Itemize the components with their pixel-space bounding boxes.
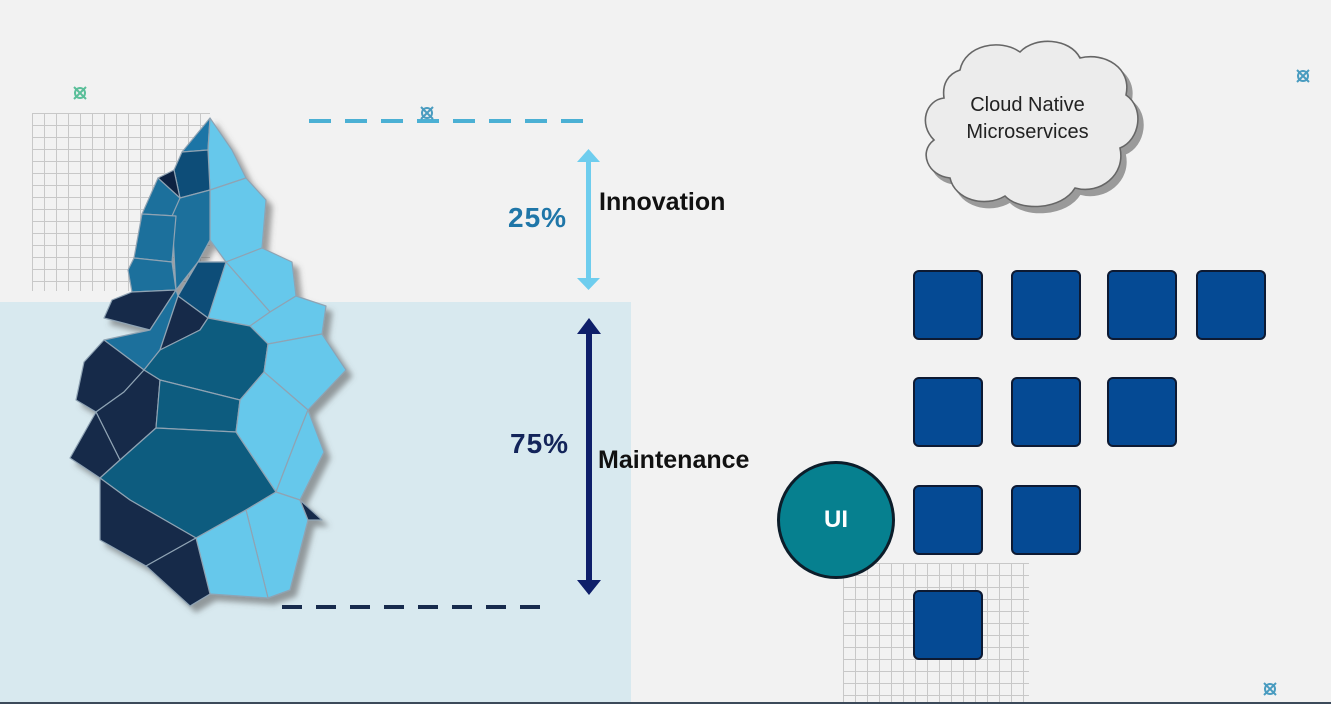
maintenance-percent: 75% — [510, 428, 570, 459]
microservice-box — [913, 590, 983, 660]
cross-marker-icon — [420, 69, 1310, 696]
microservice-box — [1107, 270, 1177, 340]
microservice-box — [913, 270, 983, 340]
iceberg-graphic — [69, 117, 347, 607]
cloud-label-line2: Microservices — [966, 121, 1089, 143]
maintenance-label: Maintenance — [598, 446, 750, 474]
innovation-percent: 25% — [508, 202, 568, 233]
ui-node: UI — [777, 461, 895, 579]
ui-node-label: UI — [824, 506, 848, 533]
microservice-box — [1011, 377, 1081, 447]
microservice-box — [1107, 377, 1177, 447]
cloud-shape — [924, 40, 1139, 208]
innovation-arrow — [577, 149, 600, 290]
bottom-border — [0, 702, 1331, 704]
cloud-label-line1: Cloud Native — [970, 94, 1085, 116]
microservice-box — [913, 377, 983, 447]
cloud-label: Cloud Native Microservices — [940, 92, 1115, 146]
microservice-box — [1011, 485, 1081, 555]
microservice-box — [1011, 270, 1081, 340]
maintenance-arrow — [577, 318, 601, 595]
innovation-label: Innovation — [599, 188, 726, 216]
microservice-box — [913, 485, 983, 555]
microservice-box — [1196, 270, 1266, 340]
cross-marker-icon — [73, 86, 87, 100]
